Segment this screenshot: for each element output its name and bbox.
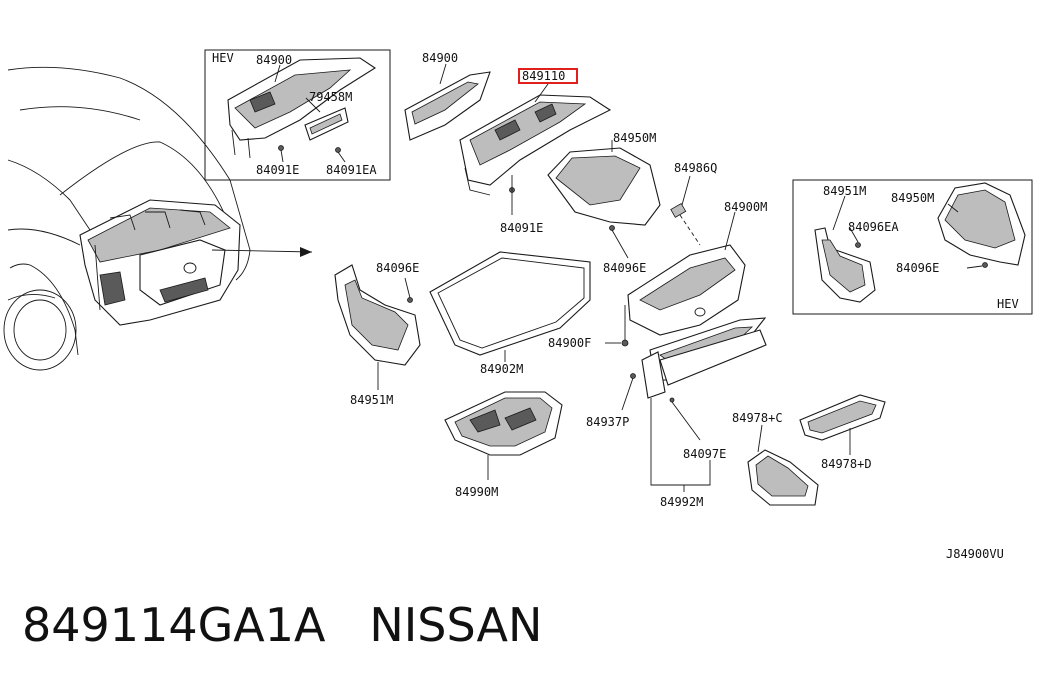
trunk-mat-84902m — [429, 251, 591, 356]
clip-84937p — [630, 373, 636, 379]
caption-part-number: 849114GA1A — [22, 598, 326, 652]
hev-inset-left — [204, 49, 391, 181]
label-84951m-hev: 84951M — [823, 184, 866, 198]
tool-tray-84990m — [444, 391, 563, 456]
part-caption: 849114GA1A NISSAN — [22, 598, 542, 652]
vehicle-trunk-assembly — [79, 199, 241, 326]
rear-parcel-shelf-84900 — [404, 71, 491, 141]
grommet-84986q — [670, 202, 687, 218]
label-84091e-hev: 84091E — [256, 163, 299, 177]
hev-clip-84096e — [982, 262, 988, 268]
hev-bracket-79458m — [304, 107, 349, 141]
label-84097e: 84097E — [683, 447, 726, 461]
label-84096e-left: 84096E — [376, 261, 419, 275]
hev-label-left: HEV — [212, 51, 234, 65]
label-84900f: 84900F — [548, 336, 591, 350]
pointer-arrow-line — [211, 249, 313, 253]
label-84951m: 84951M — [350, 393, 393, 407]
label-84900-hev: 84900 — [256, 53, 292, 67]
hev-rear-parcel-shelf — [227, 57, 377, 159]
hev-clip-84096ea — [855, 242, 861, 248]
label-84978c: 84978+C — [732, 411, 783, 425]
label-84937p: 84937P — [586, 415, 629, 429]
clip-84096e-left — [407, 297, 413, 303]
storage-box-84978d — [799, 394, 886, 441]
diagram-code: J84900VU — [946, 547, 1004, 561]
label-84992m: 84992M — [660, 495, 703, 509]
label-84986q: 84986Q — [674, 161, 717, 175]
trunk-side-finisher-84951m — [334, 264, 421, 366]
pointer-arrow-head — [300, 247, 312, 257]
caption-brand: NISSAN — [369, 598, 543, 652]
clip-84096e-mid — [609, 225, 615, 231]
hev-side-finisher-84951m — [814, 227, 876, 303]
label-79458m: 79458M — [309, 90, 352, 104]
label-84978d: 84978+D — [821, 457, 872, 471]
hev-clip-84091e — [278, 145, 284, 151]
rear-parcel-finisher-849110 — [459, 94, 612, 196]
highlight-849110 — [518, 68, 578, 84]
hev-label-right: HEV — [997, 297, 1019, 311]
label-84096e-hev: 84096E — [896, 261, 939, 275]
label-84950m: 84950M — [613, 131, 656, 145]
clip-84097e — [669, 397, 675, 403]
label-84096ea-hev: 84096EA — [848, 220, 899, 234]
vehicle-outline — [3, 66, 251, 371]
label-84900m: 84900M — [724, 200, 767, 214]
label-84096e-mid: 84096E — [603, 261, 646, 275]
trunk-side-finisher-84950m — [547, 147, 661, 226]
label-84950m-hev: 84950M — [891, 191, 934, 205]
storage-box-84978c — [747, 449, 819, 506]
label-84091ea: 84091EA — [326, 163, 377, 177]
hev-side-finisher-84950m — [937, 182, 1026, 266]
label-84091e-mid: 84091E — [500, 221, 543, 235]
hev-inset-right — [792, 179, 1033, 315]
label-84900-top: 84900 — [422, 51, 458, 65]
label-84990m: 84990M — [455, 485, 498, 499]
clip-84900f — [621, 339, 629, 347]
label-849110: 849110 — [522, 69, 565, 83]
hev-clip-84091ea — [335, 147, 341, 153]
label-84902m: 84902M — [480, 362, 523, 376]
trim-84992m — [641, 329, 767, 399]
